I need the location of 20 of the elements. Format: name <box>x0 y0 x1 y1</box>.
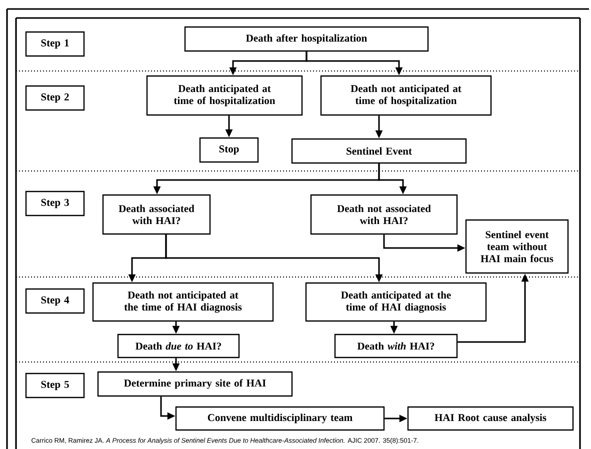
process-box: Death due to HAI? <box>117 334 240 358</box>
process-box: Death after hospitalization <box>184 26 429 52</box>
step-label: Step 3 <box>25 190 85 216</box>
process-box: Death associated with HAI? <box>102 194 211 235</box>
process-box: Sentinel event team without HAI main focus <box>465 219 569 274</box>
process-box: HAI Root cause analysis <box>407 406 574 431</box>
process-box: Death not associated with HAI? <box>310 194 458 235</box>
process-box: Death with HAI? <box>334 334 458 358</box>
step-label: Step 2 <box>25 85 85 111</box>
process-box: Stop <box>199 137 259 163</box>
step-label: Step 1 <box>25 31 85 57</box>
process-box: Death not anticipated at time of hospitalization <box>320 75 492 116</box>
step-label: Step 5 <box>25 372 85 398</box>
process-box: Death anticipated at time of hospitalization <box>146 75 303 116</box>
process-box: Determine primary site of HAI <box>97 371 293 397</box>
process-box: Convene multidisciplinary team <box>175 406 385 431</box>
step-label: Step 4 <box>25 288 85 314</box>
process-box: Death anticipated at the time of HAI diagnosis <box>305 282 487 322</box>
process-box: Death not anticipated at the time of HAI diagnosis <box>92 282 274 322</box>
process-box: Sentinel Event <box>291 138 467 164</box>
